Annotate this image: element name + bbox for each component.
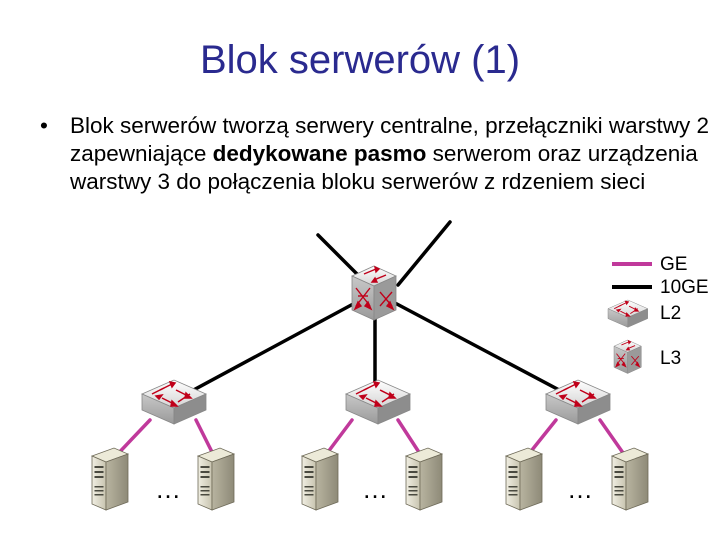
link-core-left (173, 301, 357, 402)
server-icon (197, 447, 235, 511)
server-icon (301, 447, 339, 511)
server-icon (611, 447, 649, 511)
tenge-links (173, 301, 580, 402)
legend-l3-label: L3 (660, 348, 681, 369)
ellipsis-center: … (362, 474, 388, 504)
link-core-right (393, 301, 580, 402)
legend-ge-label: GE (660, 254, 687, 275)
ellipsis-left: … (155, 474, 181, 504)
uplink-right (396, 220, 452, 287)
legend-l3-switch-icon (613, 339, 642, 374)
l2-switch-center-icon (345, 379, 411, 425)
legend-10ge-label: 10GE (660, 277, 709, 298)
legend-l2-label: L2 (660, 303, 681, 324)
server-icon (405, 447, 443, 511)
ellipsis-right: … (567, 474, 593, 504)
server-icon (505, 447, 543, 511)
page-title: Blok serwerów (1) (199, 38, 521, 82)
bullet-marker: • (40, 113, 48, 138)
legend: GE 10GE L2 L3 (607, 254, 709, 374)
bullet-text: Blok serwerów tworzą serwery centralne, … (70, 112, 710, 196)
ge-links (110, 418, 630, 462)
bullet-text-part1: Blok serwerów tworzą serwery centralne, … (70, 113, 709, 166)
core-l3-switch-icon (351, 265, 397, 321)
bullet-text-bold: dedykowane pasmo (212, 141, 427, 166)
legend-l2-switch-icon (607, 299, 649, 328)
server-icon (91, 447, 129, 511)
bullet-text-part2: serwerom oraz urządzenia warstwy 3 do po… (70, 141, 698, 194)
